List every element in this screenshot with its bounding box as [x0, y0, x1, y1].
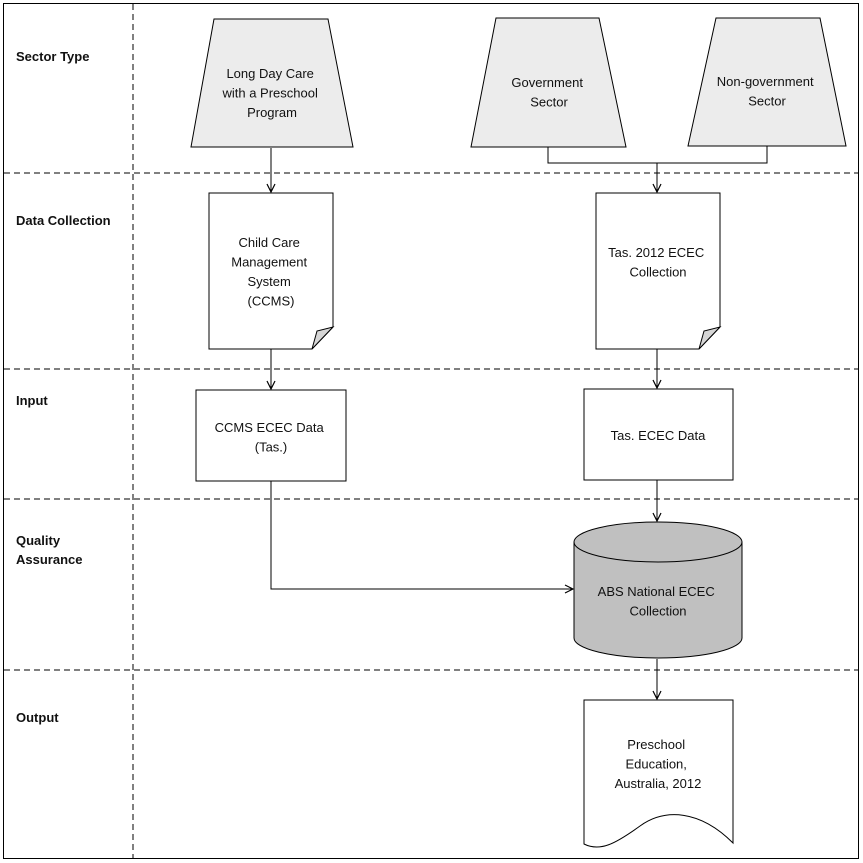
node-government-sector: Government Sector — [470, 17, 627, 148]
node-tas-ecec-data-shape — [583, 388, 734, 481]
node-ccms-ecec-data-label: CCMS ECEC Data (Tas.) — [215, 420, 328, 455]
node-ccms: Child Care Management System (CCMS) — [208, 192, 335, 350]
node-preschool-education-label: Preschool Education, Australia, 2012 — [615, 737, 702, 791]
node-tas-ecec-data-label: Tas. ECEC Data — [611, 428, 706, 443]
node-ccms-ecec-data: CCMS ECEC Data (Tas.) — [195, 389, 347, 482]
lane-label-sector-type: Sector Type — [16, 49, 89, 64]
node-non-government-sector: Non-government Sector — [687, 17, 847, 147]
lane-label-output: Output — [16, 710, 59, 725]
node-government-sector-shape — [470, 17, 627, 148]
node-ccms-ecec-data-shape — [195, 389, 347, 482]
node-tas-2012-collection-label: Tas. 2012 ECEC Collection — [608, 245, 708, 280]
node-non-government-sector-label: Non-government Sector — [717, 74, 817, 109]
node-abs-national-ecec-top — [573, 521, 743, 563]
node-ccms-shape — [208, 192, 334, 350]
node-tas-ecec-data: Tas. ECEC Data — [583, 388, 734, 481]
node-long-day-care: Long Day Care with a Preschool Program — [190, 18, 354, 148]
node-preschool-education: Preschool Education, Australia, 2012 — [583, 699, 734, 848]
node-tas-2012-collection: Tas. 2012 ECEC Collection — [595, 192, 722, 350]
node-preschool-education-shape — [583, 699, 734, 848]
node-government-sector-label: Government Sector — [511, 75, 586, 110]
lane-label-data-collection: Data Collection — [16, 213, 111, 228]
node-abs-national-ecec-body — [573, 541, 743, 659]
node-ccms-label: Child Care Management System (CCMS) — [231, 235, 311, 309]
lane-label-quality-assurance: Quality Assurance — [16, 533, 82, 567]
node-long-day-care-label: Long Day Care with a Preschool Program — [221, 66, 321, 120]
edge-ccms-data-to-abs — [270, 481, 573, 589]
connectors — [270, 146, 768, 699]
node-long-day-care-shape — [190, 18, 354, 148]
lane-label-input: Input — [16, 393, 48, 408]
node-tas-2012-collection-fold — [698, 326, 722, 350]
node-abs-national-ecec-label: ABS National ECEC Collection — [598, 584, 719, 619]
node-ccms-fold — [311, 326, 335, 350]
node-abs-national-ecec: ABS National ECEC Collection — [573, 521, 743, 659]
node-non-government-sector-shape — [687, 17, 847, 147]
